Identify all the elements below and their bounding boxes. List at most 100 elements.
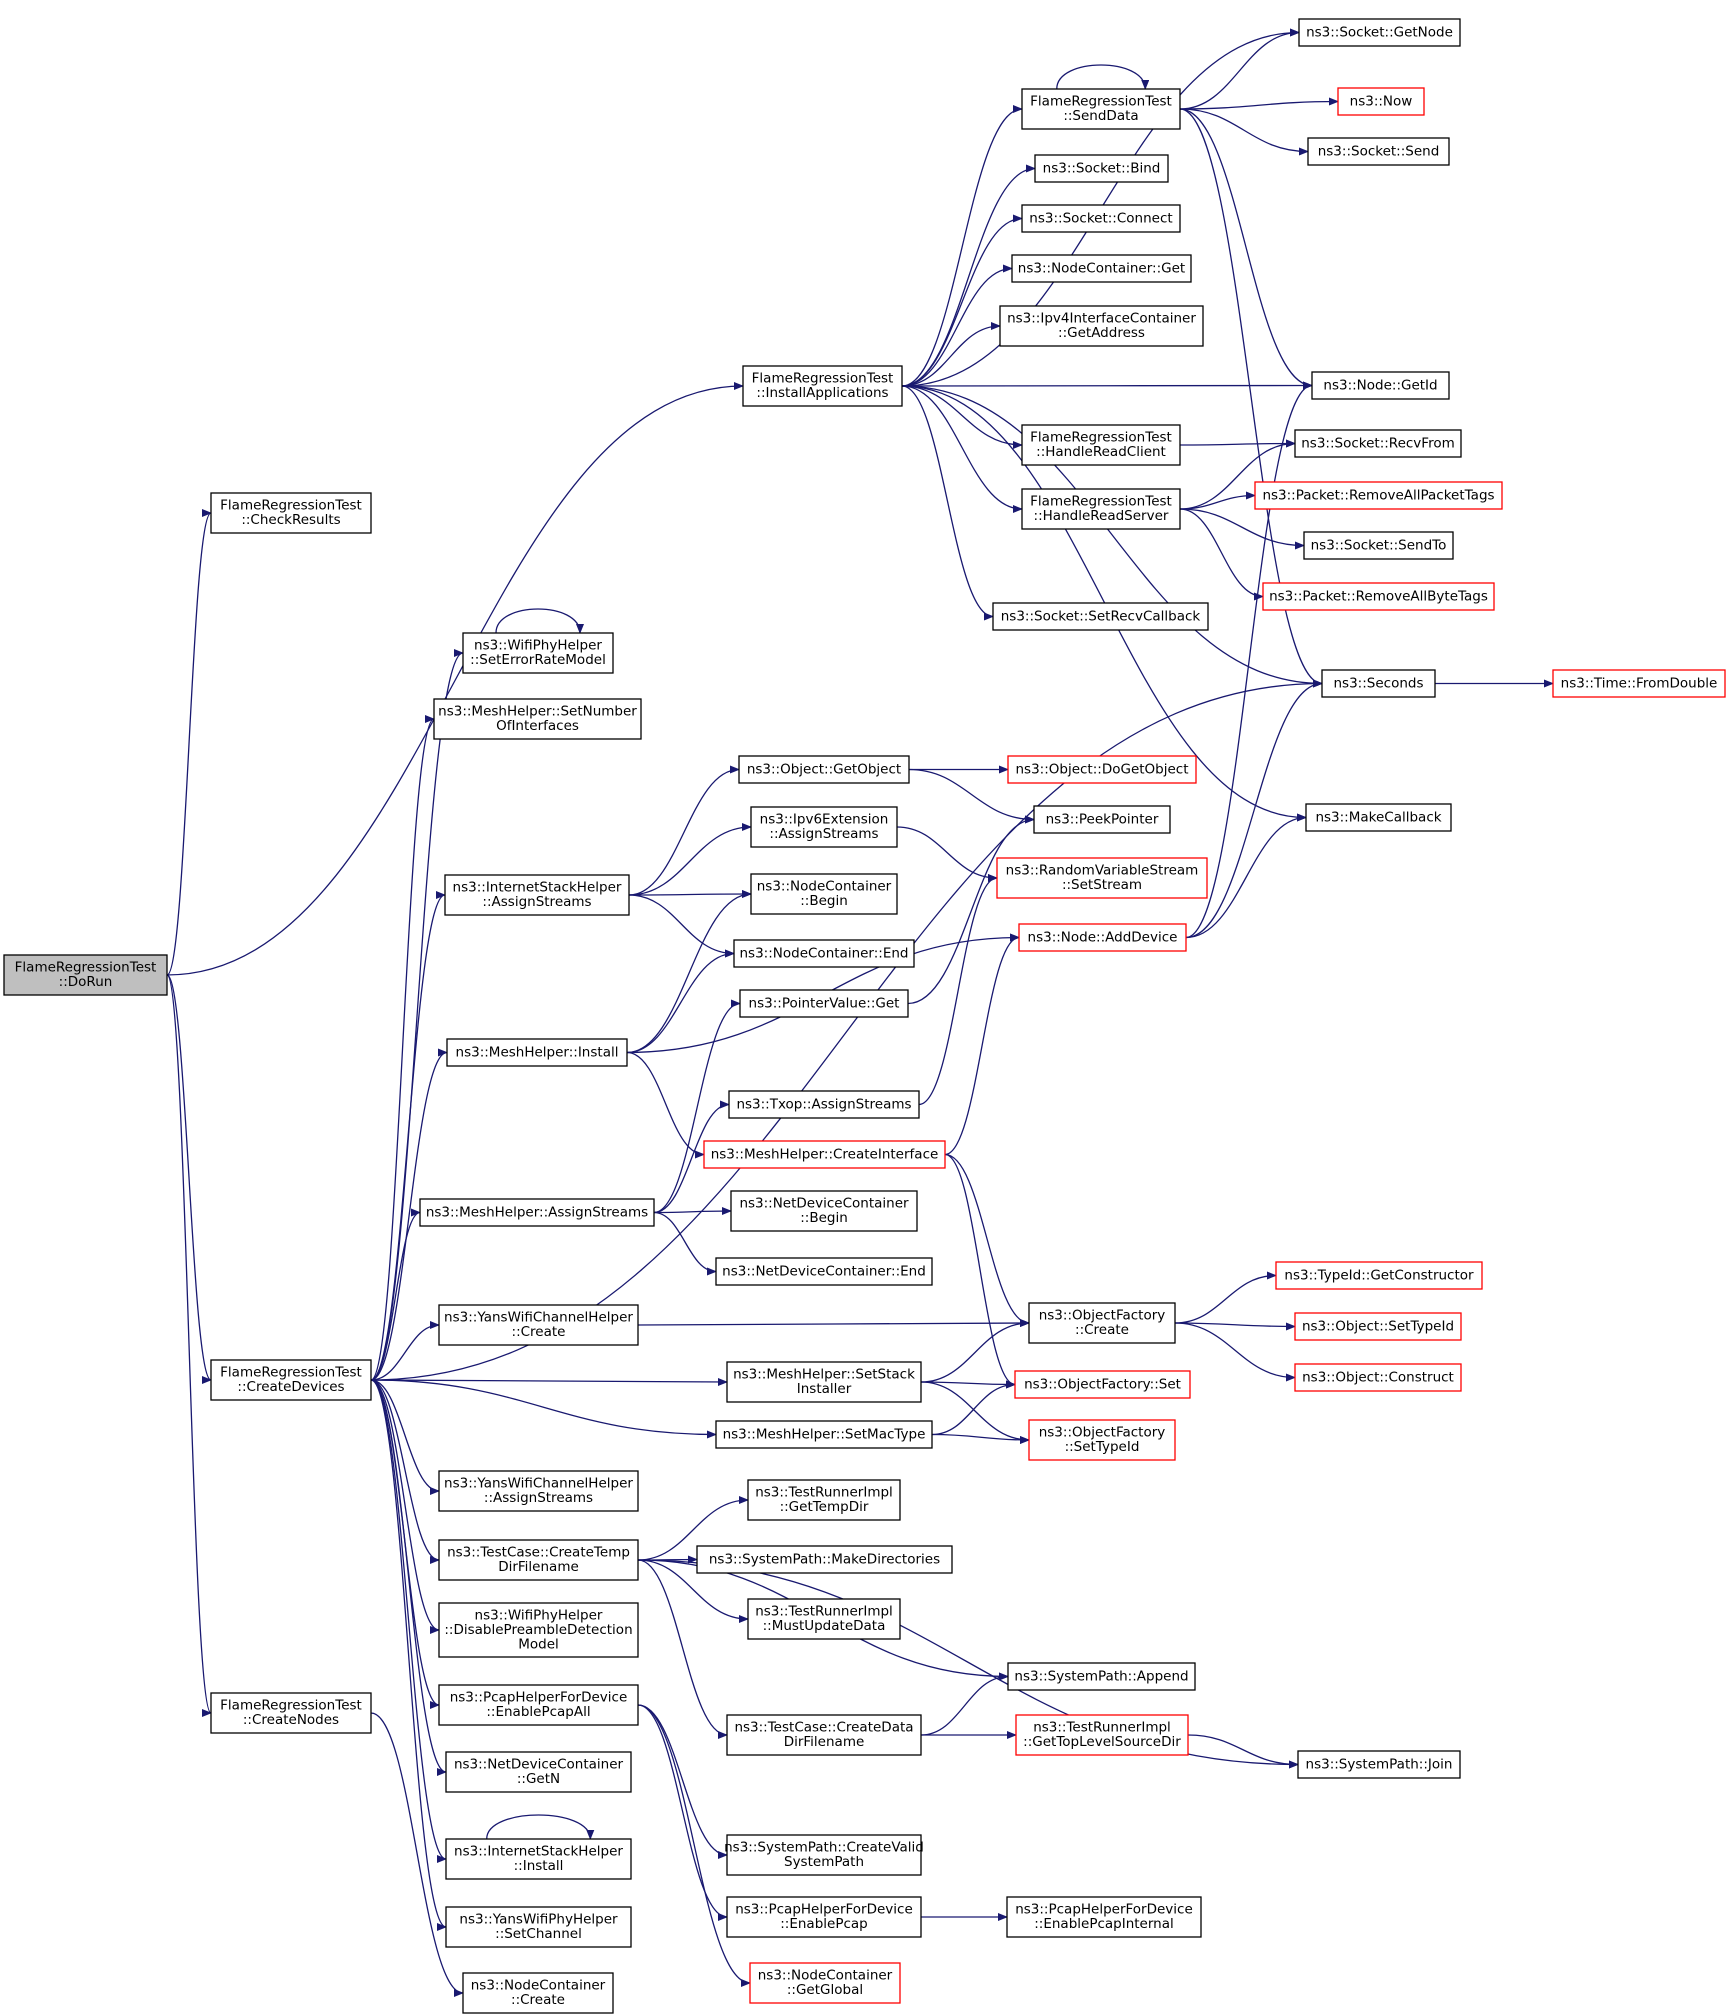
node-typeid_getctor[interactable]: ns3::TypeId::GetConstructor bbox=[1275, 1261, 1483, 1290]
node-checkresults[interactable]: FlameRegressionTest::CheckResults bbox=[210, 492, 372, 534]
node-of_create[interactable]: ns3::ObjectFactory::Create bbox=[1028, 1302, 1176, 1344]
node-sp_makedirs[interactable]: ns3::SystemPath::MakeDirectories bbox=[696, 1545, 953, 1574]
node-node_getid[interactable]: ns3::Node::GetId bbox=[1311, 371, 1450, 400]
node-installapps[interactable]: FlameRegressionTest::InstallApplications bbox=[742, 365, 903, 407]
node-ywph_setchannel[interactable]: ns3::YansWifiPhyHelper::SetChannel bbox=[445, 1906, 632, 1948]
node-handlereadclient[interactable]: FlameRegressionTest::HandleReadClient bbox=[1021, 424, 1181, 466]
node-phd_enablepcapint[interactable]: ns3::PcapHelperForDevice::EnablePcapInte… bbox=[1006, 1896, 1202, 1938]
node-label: ::CheckResults bbox=[241, 512, 340, 528]
node-box bbox=[1311, 371, 1450, 400]
node-sock_send[interactable]: ns3::Socket::Send bbox=[1307, 137, 1450, 166]
node-handlereadserver[interactable]: FlameRegressionTest::HandleReadServer bbox=[1021, 488, 1181, 530]
call-edge bbox=[628, 890, 752, 899]
node-obj_dogetobject[interactable]: ns3::Object::DoGetObject bbox=[1007, 755, 1197, 784]
node-box bbox=[1262, 582, 1495, 611]
node-ipv6ext_assign[interactable]: ns3::Ipv6Extension::AssignStreams bbox=[750, 806, 898, 848]
node-label: ns3::SystemPath::Join bbox=[1306, 1756, 1453, 1772]
node-box bbox=[445, 1751, 632, 1793]
node-sock_getnode[interactable]: ns3::Socket::GetNode bbox=[1298, 18, 1461, 47]
node-box bbox=[726, 1896, 922, 1938]
node-label: ::Create bbox=[512, 1324, 566, 1340]
node-senddata[interactable]: FlameRegressionTest::SendData bbox=[1021, 88, 1181, 130]
node-rvs_setstream[interactable]: ns3::RandomVariableStream::SetStream bbox=[996, 857, 1208, 899]
node-time_fromdouble[interactable]: ns3::Time::FromDouble bbox=[1552, 669, 1726, 698]
node-mesh_setmac[interactable]: ns3::MeshHelper::SetMacType bbox=[715, 1420, 933, 1449]
node-peekpointer[interactable]: ns3::PeekPointer bbox=[1033, 805, 1171, 834]
node-nc_begin[interactable]: ns3::NodeContainer::Begin bbox=[750, 873, 898, 915]
node-makecallback[interactable]: ns3::MakeCallback bbox=[1305, 803, 1452, 832]
node-pkt_rmpkttags[interactable]: ns3::Packet::RemoveAllPacketTags bbox=[1254, 481, 1503, 510]
call-edge bbox=[486, 1814, 595, 1840]
node-node_adddevice[interactable]: ns3::Node::AddDevice bbox=[1018, 923, 1187, 952]
node-sock_bind[interactable]: ns3::Socket::Bind bbox=[1034, 154, 1169, 183]
node-mesh_createif[interactable]: ns3::MeshHelper::CreateInterface bbox=[703, 1140, 946, 1169]
node-ish_assign[interactable]: ns3::InternetStackHelper::AssignStreams bbox=[444, 874, 630, 916]
node-of_settypeid[interactable]: ns3::ObjectFactory::SetTypeId bbox=[1028, 1419, 1176, 1461]
node-tri_gettoplevel[interactable]: ns3::TestRunnerImpl::GetTopLevelSourceDi… bbox=[1015, 1714, 1189, 1756]
node-box bbox=[1294, 1312, 1462, 1341]
node-wifi_seterr[interactable]: ns3::WifiPhyHelper::SetErrorRateModel bbox=[462, 632, 614, 674]
node-ish_install[interactable]: ns3::InternetStackHelper::Install bbox=[445, 1838, 632, 1880]
node-box bbox=[739, 989, 909, 1018]
node-mesh_install[interactable]: ns3::MeshHelper::Install bbox=[446, 1038, 628, 1067]
node-now[interactable]: ns3::Now bbox=[1337, 87, 1425, 116]
node-label: ::Create bbox=[511, 1992, 565, 2008]
node-phd_enablepcapall[interactable]: ns3::PcapHelperForDevice::EnablePcapAll bbox=[438, 1684, 639, 1726]
node-pkt_rmbytetags[interactable]: ns3::Packet::RemoveAllByteTags bbox=[1262, 582, 1495, 611]
node-sock_connect[interactable]: ns3::Socket::Connect bbox=[1021, 204, 1181, 233]
node-ywch_assign[interactable]: ns3::YansWifiChannelHelper::AssignStream… bbox=[438, 1470, 639, 1512]
node-createnodes[interactable]: FlameRegressionTest::CreateNodes bbox=[210, 1692, 372, 1734]
node-label: ns3::ObjectFactory bbox=[1039, 1308, 1166, 1324]
node-label: ns3::Seconds bbox=[1334, 675, 1424, 691]
node-mesh_assign[interactable]: ns3::MeshHelper::AssignStreams bbox=[419, 1198, 655, 1227]
node-seconds[interactable]: ns3::Seconds bbox=[1321, 669, 1436, 698]
node-box bbox=[462, 1972, 614, 2014]
node-of_set[interactable]: ns3::ObjectFactory::Set bbox=[1014, 1370, 1191, 1399]
node-label: ns3::ObjectFactory::Set bbox=[1024, 1376, 1181, 1392]
node-ndc_begin[interactable]: ns3::NetDeviceContainer::Begin bbox=[730, 1190, 918, 1232]
node-nc_get[interactable]: ns3::NodeContainer::Get bbox=[1011, 254, 1192, 283]
node-obj_settypeid[interactable]: ns3::Object::SetTypeId bbox=[1294, 1312, 1462, 1341]
call-edge bbox=[628, 765, 740, 896]
node-ndc_end[interactable]: ns3::NetDeviceContainer::End bbox=[715, 1257, 933, 1286]
node-label: FlameRegressionTest bbox=[1030, 430, 1172, 446]
node-nc_create[interactable]: ns3::NodeContainer::Create bbox=[462, 1972, 614, 2014]
node-sp_join[interactable]: ns3::SystemPath::Join bbox=[1297, 1750, 1461, 1779]
call-edge bbox=[626, 890, 752, 1054]
node-wifi_disablepre[interactable]: ns3::WifiPhyHelper::DisablePreambleDetec… bbox=[438, 1602, 639, 1658]
node-phd_enablepcap[interactable]: ns3::PcapHelperForDevice::EnablePcap bbox=[726, 1896, 922, 1938]
node-ywch_create[interactable]: ns3::YansWifiChannelHelper::Create bbox=[438, 1304, 639, 1346]
node-sock_sendto[interactable]: ns3::Socket::SendTo bbox=[1303, 531, 1454, 560]
node-tri_mustupdate[interactable]: ns3::TestRunnerImpl::MustUpdateData bbox=[747, 1598, 901, 1640]
node-label: ::CreateDevices bbox=[237, 1379, 344, 1395]
node-nc_getglobal[interactable]: ns3::NodeContainer::GetGlobal bbox=[749, 1962, 901, 2004]
call-edge bbox=[1185, 381, 1313, 939]
node-label: ns3::MeshHelper::SetNumber bbox=[438, 704, 637, 720]
node-box bbox=[1011, 254, 1192, 283]
node-txop_assign[interactable]: ns3::Txop::AssignStreams bbox=[728, 1090, 920, 1119]
node-label: ns3::RandomVariableStream bbox=[1006, 863, 1199, 879]
node-sp_append[interactable]: ns3::SystemPath::Append bbox=[1007, 1662, 1196, 1691]
node-nc_end[interactable]: ns3::NodeContainer::End bbox=[733, 939, 915, 968]
node-obj_getobject[interactable]: ns3::Object::GetObject bbox=[738, 755, 910, 784]
call-edge bbox=[944, 1153, 1030, 1327]
node-ndc_getn[interactable]: ns3::NetDeviceContainer::GetN bbox=[445, 1751, 632, 1793]
node-ipv4ic_getaddr[interactable]: ns3::Ipv4InterfaceContainer::GetAddress bbox=[999, 305, 1204, 347]
node-obj_construct[interactable]: ns3::Object::Construct bbox=[1294, 1363, 1462, 1392]
node-label: ::SetTypeId bbox=[1065, 1439, 1140, 1455]
node-sock_recvfrom[interactable]: ns3::Socket::RecvFrom bbox=[1294, 429, 1462, 458]
call-edge bbox=[370, 1208, 421, 1381]
node-dorun[interactable]: FlameRegressionTest::DoRun bbox=[3, 954, 168, 996]
node-label: ::AssignStreams bbox=[482, 894, 591, 910]
node-createdevices[interactable]: FlameRegressionTest::CreateDevices bbox=[210, 1359, 372, 1401]
node-label: ::CreateNodes bbox=[243, 1712, 339, 1728]
node-label: ns3::TestRunnerImpl bbox=[755, 1604, 893, 1620]
node-pv_get[interactable]: ns3::PointerValue::Get bbox=[739, 989, 909, 1018]
node-tri_gettempdir[interactable]: ns3::TestRunnerImpl::GetTempDir bbox=[747, 1479, 901, 1521]
node-sock_setrecvcb[interactable]: ns3::Socket::SetRecvCallback bbox=[992, 602, 1209, 631]
